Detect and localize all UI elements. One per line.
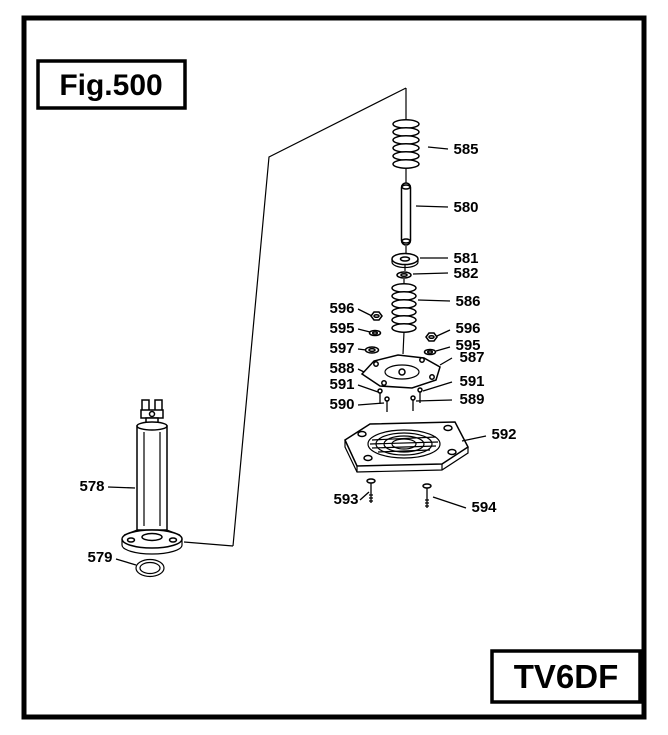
- part-596-left-nut: [370, 311, 383, 321]
- part-label-581: 581: [453, 250, 478, 267]
- part-label-590: 590: [329, 396, 354, 413]
- model-label-border: [490, 649, 642, 704]
- part-594-bolt: [422, 483, 432, 508]
- part-label-580: 580: [453, 199, 478, 216]
- part-585-spring: [392, 119, 420, 169]
- part-label-596-left: 596: [329, 300, 354, 317]
- part-label-578: 578: [79, 478, 104, 495]
- model-label: TV6DF: [514, 658, 619, 695]
- part-580-shaft: [400, 182, 412, 246]
- part-label-585: 585: [453, 141, 478, 158]
- part-label-582: 582: [453, 265, 478, 282]
- part-582-ring: [396, 271, 412, 279]
- part-581-disc: [391, 252, 419, 269]
- part-label-594: 594: [471, 499, 497, 516]
- part-589-screw: [410, 395, 416, 411]
- part-587-plate: [360, 354, 441, 389]
- part-593-bolt: [366, 478, 376, 503]
- part-label-579: 579: [87, 549, 112, 566]
- part-label-589: 589: [459, 391, 484, 408]
- part-590-screw: [384, 396, 390, 412]
- part-586-spring: [391, 283, 417, 333]
- part-label-593: 593: [333, 491, 358, 508]
- part-579-oring: [135, 558, 165, 578]
- figure-label-border: [36, 59, 187, 110]
- page-border: [21, 15, 647, 720]
- projection-lines: [183, 87, 407, 547]
- part-595-left-washer: [368, 329, 382, 337]
- part-label-592: 592: [491, 426, 516, 443]
- part-label-586: 586: [455, 293, 480, 310]
- callouts: 585 580 581 582 586 596 595 597 596 595 …: [79, 141, 516, 566]
- part-591-left-stud: [377, 388, 383, 404]
- part-597-washer: [364, 346, 380, 354]
- part-label-587: 587: [459, 349, 484, 366]
- model-label-box: TV6DF: [490, 649, 642, 704]
- part-578-cylinder: [121, 399, 183, 555]
- part-596-right-nut: [425, 332, 438, 342]
- part-label-595-right: 595: [455, 337, 480, 354]
- figure-label: Fig.500: [59, 69, 162, 102]
- part-label-597: 597: [329, 340, 354, 357]
- part-595-right-washer: [423, 348, 437, 356]
- figure-label-box: Fig.500: [36, 59, 187, 110]
- part-label-596-right: 596: [455, 320, 480, 337]
- part-label-591-right: 591: [459, 373, 484, 390]
- part-label-591-left: 591: [329, 376, 354, 393]
- part-label-588: 588: [329, 360, 354, 377]
- part-592-base-plate: [344, 421, 469, 473]
- part-label-595-left: 595: [329, 320, 354, 337]
